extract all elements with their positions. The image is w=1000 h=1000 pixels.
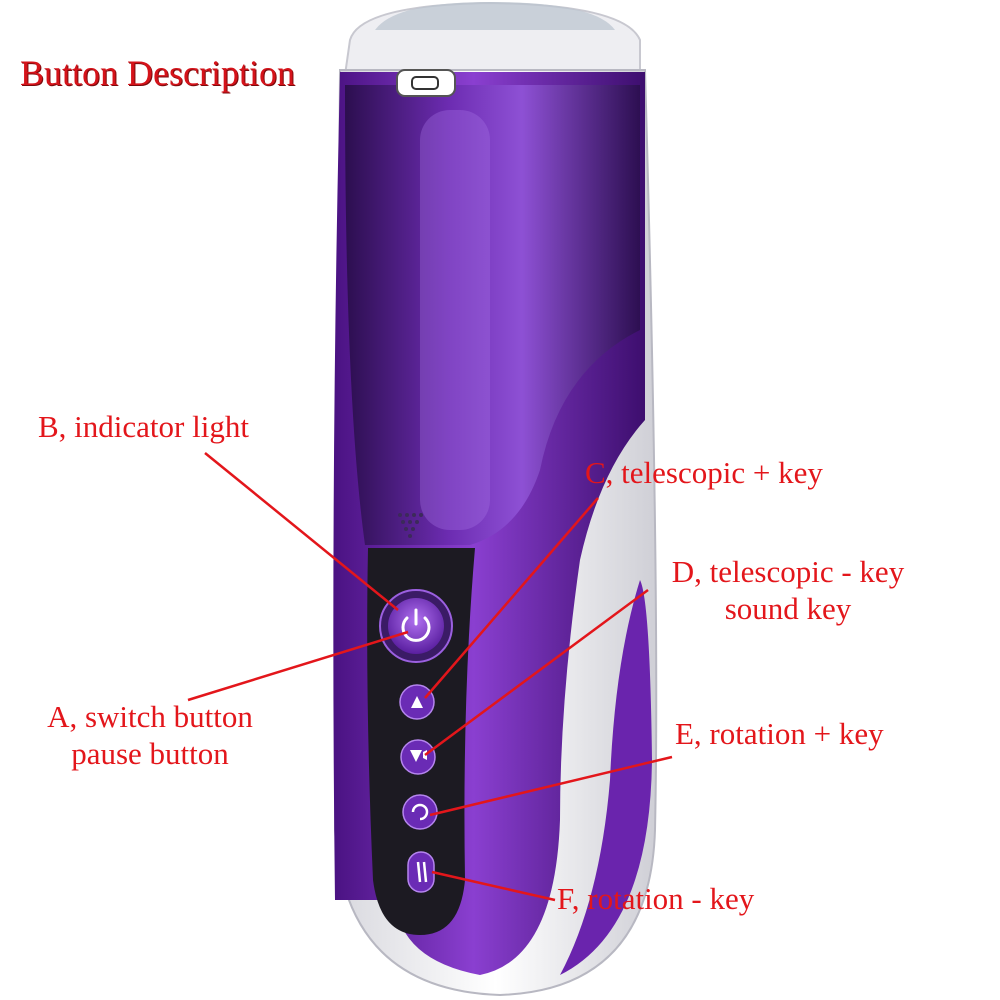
double-bar-icon: [416, 861, 428, 883]
leader-line-e: [429, 755, 673, 817]
leader-line-a: [187, 630, 409, 702]
label-a-line2: pause button: [71, 736, 229, 772]
label-d-line1: D, telescopic - key: [671, 554, 905, 589]
window-highlight: [420, 110, 490, 530]
top-cap: [343, 1, 641, 76]
label-a-switch-button: A, switch button pause button: [20, 698, 280, 772]
rotation-plus-button[interactable]: [402, 794, 438, 830]
power-icon: [401, 608, 431, 642]
speaker-grille: [398, 513, 423, 538]
rotation-icon: [411, 803, 429, 821]
top-logo-badge: [396, 69, 456, 97]
label-d-line2: sound key: [724, 591, 852, 627]
leader-line-c: [424, 497, 599, 699]
leader-line-b: [204, 452, 399, 611]
power-button[interactable]: [379, 589, 453, 663]
triangle-up-icon: [411, 696, 423, 708]
purple-wave-right: [560, 580, 652, 975]
rotation-minus-button[interactable]: [407, 851, 435, 893]
label-c-telescopic-plus: C, telescopic + key: [585, 455, 823, 490]
triangle-down-icon: [410, 750, 422, 762]
leader-line-d: [424, 588, 649, 757]
label-e-rotation-plus: E, rotation + key: [675, 716, 884, 751]
label-f-rotation-minus: F, rotation - key: [557, 881, 755, 916]
page-title: Button Description: [20, 53, 295, 93]
label-d-telescopic-minus: D, telescopic - key sound key: [648, 553, 928, 627]
leader-lines: [187, 452, 673, 902]
telescopic-plus-button[interactable]: [399, 684, 435, 720]
label-b-indicator-light: B, indicator light: [38, 409, 249, 444]
leader-line-f: [431, 870, 556, 902]
telescopic-minus-button[interactable]: [400, 739, 436, 775]
tank-window: [345, 85, 640, 545]
label-a-line1: A, switch button: [47, 699, 253, 734]
